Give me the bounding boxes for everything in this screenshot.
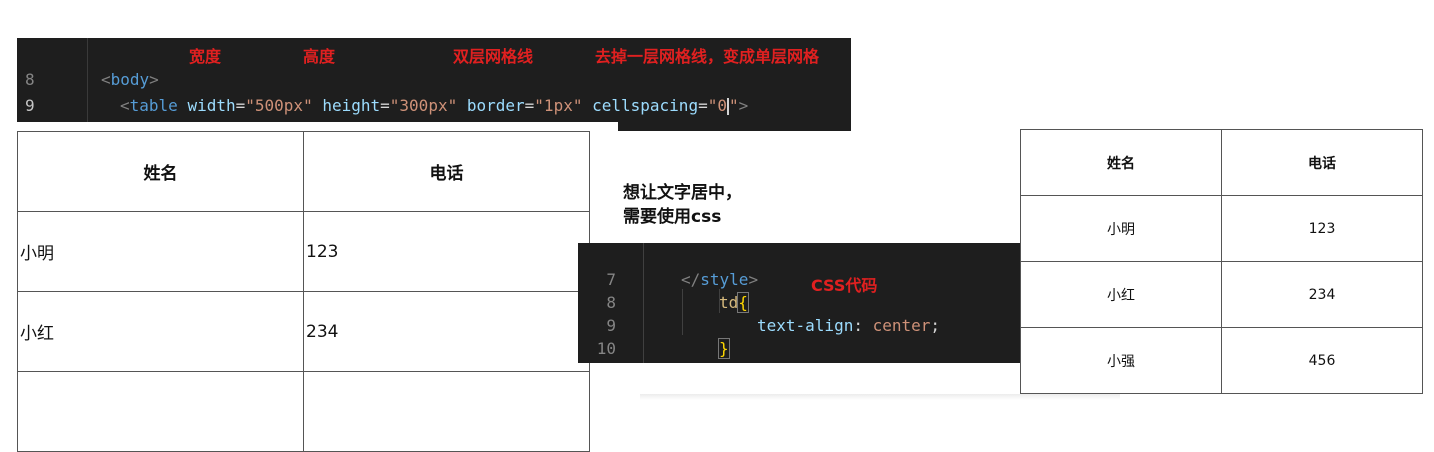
attr-cellspacing: cellspacing — [592, 96, 699, 115]
indent-guide — [682, 289, 683, 335]
attr-border: border — [466, 96, 525, 115]
code-line-10: 10} — [578, 314, 1020, 359]
tag-close-bracket: > — [748, 270, 759, 289]
table-row: 小明 123 — [17, 211, 590, 292]
annotation-height: 高度 — [303, 47, 336, 66]
css-selector-td: td — [719, 293, 739, 312]
code-line-7: 7 </style> — [578, 245, 1020, 289]
attr-width-value: "500px" — [245, 96, 313, 115]
open-brace: { — [737, 292, 749, 313]
note-text: 想让文字居中， 需要使用css — [623, 181, 742, 229]
tag-name-tr: tr — [160, 121, 179, 122]
tag-open-bracket: </ — [681, 270, 701, 289]
line-number: 9 — [25, 96, 35, 115]
text-cursor — [726, 98, 729, 115]
code-line-8: 8 <body> — [17, 42, 851, 89]
line-number: 11 — [586, 360, 616, 363]
attr-width: width — [187, 96, 236, 115]
css-property: text-align — [757, 316, 854, 335]
tag-open-bracket: < — [120, 96, 130, 115]
code-line-11: 11 </style> — [578, 337, 1020, 363]
annotation-css-code: CSS代码 — [811, 276, 878, 295]
cropped-content-hint — [640, 394, 1120, 400]
note-line-2: 需要使用css — [623, 207, 722, 227]
annotation-cellspacing: 去掉一层网格线，变成单层网格 — [595, 47, 820, 66]
table-cell-phone: 123 — [1221, 195, 1423, 262]
table-cell-phone: 123 — [303, 211, 590, 292]
table-cell-name: 小明 — [1020, 195, 1222, 262]
tag-close-bracket: > — [179, 121, 189, 122]
table-cell-phone: 234 — [303, 291, 590, 372]
header-cell-phone: 电话 — [303, 131, 590, 212]
attr-cellspacing-value: "0 — [707, 96, 727, 115]
table-cell-phone: 234 — [1221, 261, 1423, 328]
table-header-row: 姓名 电话 — [17, 131, 590, 212]
line-number: 9 — [606, 316, 616, 335]
table-row: 小明 123 — [1020, 195, 1423, 262]
css-colon: : — [853, 316, 873, 335]
tag-close-bracket: > — [149, 70, 159, 89]
table-cell-name: 小明 — [17, 211, 304, 292]
tag-open-bracket: < — [150, 121, 160, 122]
tag-open-bracket: </ — [681, 362, 700, 363]
table-cell-name: 小强 — [1020, 327, 1222, 394]
css-semicolon: ; — [930, 316, 941, 335]
line-number: 10 — [596, 339, 616, 358]
code-line-8: 8 td{ — [578, 268, 1020, 313]
line-number: 8 — [25, 70, 35, 89]
indent-guide — [643, 243, 644, 363]
line-number: 7 — [606, 270, 616, 289]
annotation-width: 宽度 — [189, 47, 222, 66]
table-row — [17, 371, 590, 452]
attr-border-value: "1px" — [534, 96, 583, 115]
header-cell-name: 姓名 — [1020, 129, 1222, 196]
table-header-row: 姓名 电话 — [1020, 129, 1423, 196]
line-number: 10 — [17, 118, 47, 122]
code-line-10: 10<tr> — [17, 93, 851, 122]
table-cell-phone: 456 — [1221, 327, 1423, 394]
gutter-separator — [87, 38, 88, 122]
code-line-9: 9 text-align: center; — [578, 291, 1020, 335]
tag-close-bracket: > — [738, 96, 749, 115]
header-cell-name: 姓名 — [17, 131, 304, 212]
table-row: 小强 456 — [1020, 327, 1423, 394]
css-value: center — [872, 316, 931, 335]
attr-cellspacing-quote: " — [728, 96, 739, 115]
tag-name-body: body — [110, 70, 150, 89]
right-table: 姓名 电话 小明 123 小红 234 小强 456 — [1020, 129, 1423, 394]
table-row: 小红 234 — [1020, 261, 1423, 328]
table-cell-phone — [303, 371, 590, 452]
tag-open-bracket: < — [101, 70, 111, 89]
annotation-border: 双层网格线 — [453, 47, 534, 66]
table-cell-name: 小红 — [17, 291, 304, 372]
tag-close-bracket: > — [748, 362, 758, 363]
table-cell-name — [17, 371, 304, 452]
code-line-9: 9<table width="500px" height="300px" bor… — [17, 68, 851, 115]
indent-guide — [719, 289, 720, 313]
tag-name-table: table — [129, 96, 178, 115]
editor-overflow-strip — [618, 118, 851, 131]
tag-name-style: style — [700, 362, 748, 363]
tag-name-style: style — [700, 270, 749, 289]
left-table: 姓名 电话 小明 123 小红 234 — [17, 131, 590, 452]
attr-height-value: "300px" — [389, 96, 458, 115]
header-cell-phone: 电话 — [1221, 129, 1423, 196]
table-cell-name: 小红 — [1020, 261, 1222, 328]
note-line-1: 想让文字居中， — [623, 183, 742, 203]
attr-height: height — [322, 96, 381, 115]
line-number: 8 — [606, 293, 616, 312]
close-brace: } — [718, 338, 730, 359]
table-row: 小红 234 — [17, 291, 590, 372]
html-code-editor: 8<body> 9<table width="500px" height="30… — [17, 38, 851, 122]
